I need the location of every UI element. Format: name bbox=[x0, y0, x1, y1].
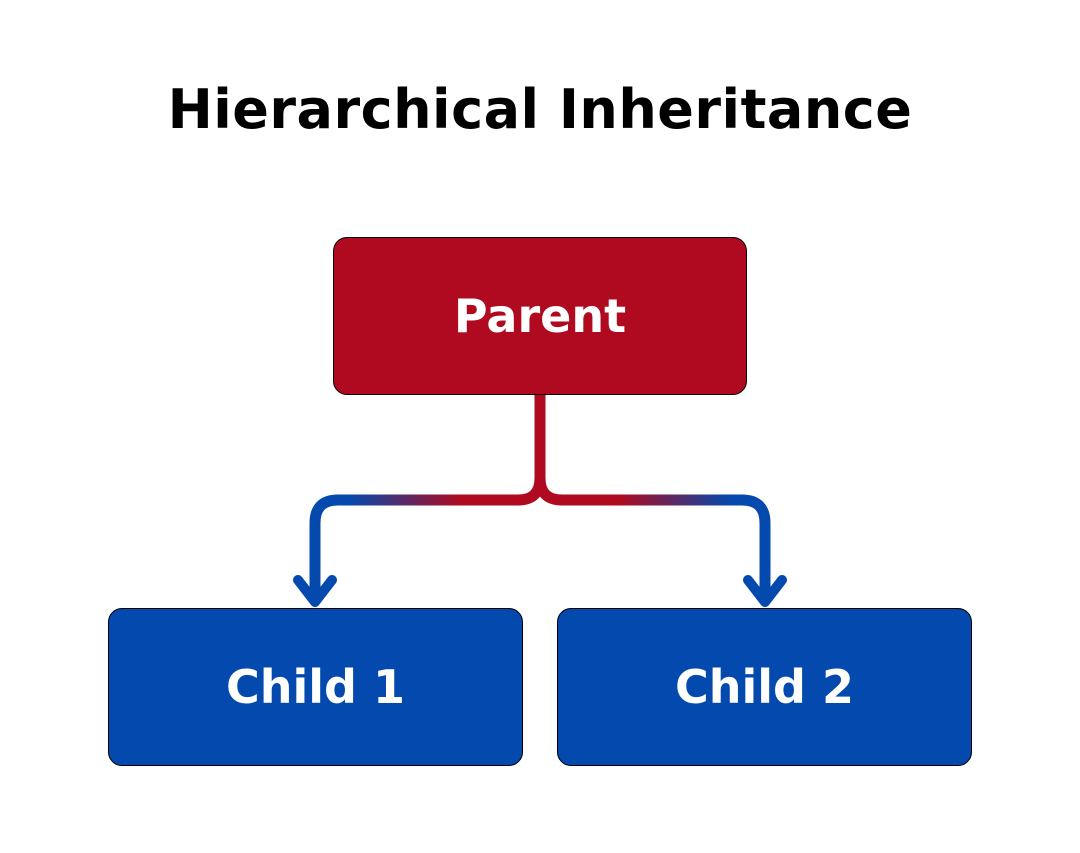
parent-node: Parent bbox=[333, 237, 747, 395]
child-1-label: Child 1 bbox=[226, 660, 405, 714]
child-2-label: Child 2 bbox=[675, 660, 854, 714]
child-1-node: Child 1 bbox=[108, 608, 523, 766]
connector-branch-right bbox=[562, 494, 771, 600]
child-2-node: Child 2 bbox=[557, 608, 972, 766]
arrowhead-left bbox=[293, 575, 337, 607]
diagram-title: Hierarchical Inheritance bbox=[167, 78, 913, 141]
connector-branch-left bbox=[309, 494, 518, 600]
arrowhead-right bbox=[743, 575, 787, 607]
connector-trunk-right bbox=[534, 477, 563, 506]
parent-label: Parent bbox=[453, 289, 627, 343]
